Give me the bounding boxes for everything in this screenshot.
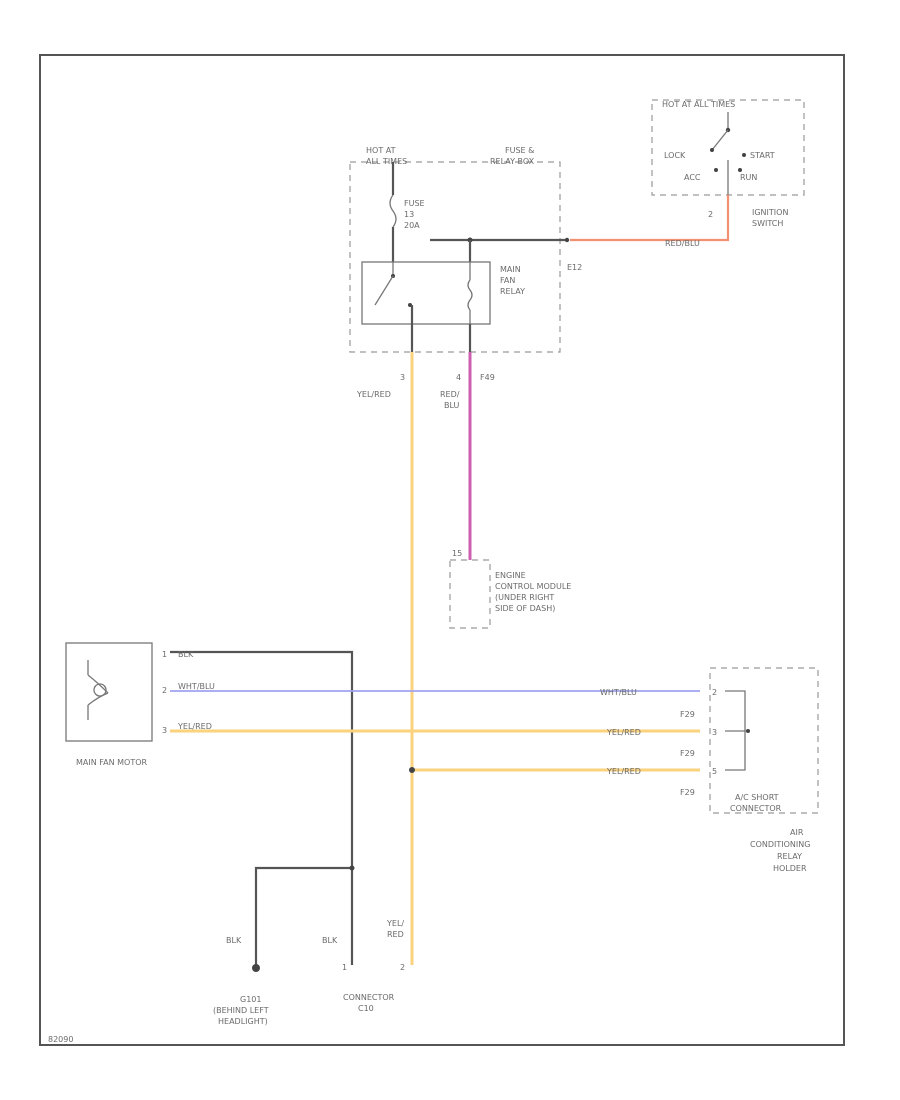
ac-label-3: RELAY [777, 852, 802, 861]
relay-pin-right: 4 [456, 373, 461, 382]
fuse-box-label-1: FUSE & [505, 146, 534, 155]
ac-inner-label-1: A/C SHORT [735, 793, 779, 802]
relay-label-2: FAN [500, 276, 515, 285]
wire-blk-fan [170, 650, 354, 965]
fan-motor-label: MAIN FAN MOTOR [76, 758, 148, 767]
fan-pin-2: 2 [162, 686, 167, 695]
ignition-pin: 2 [708, 210, 713, 219]
ecm-pin: 15 [452, 549, 462, 558]
wire-label-red-1: RED/ [440, 390, 460, 399]
fuse-hot-label-1: HOT AT [366, 146, 396, 155]
ignition-start: START [750, 151, 775, 160]
wire-label-yel-red-left: YEL/RED [177, 722, 212, 731]
ignition-label-1: IGNITION [752, 208, 788, 217]
relay-label-1: MAIN [500, 265, 521, 274]
fuse-hot-label-2: ALL TIMES [366, 157, 407, 166]
ecm-label-4: SIDE OF DASH) [495, 604, 555, 613]
ignition-hot-label: HOT AT ALL TIMES [662, 100, 735, 109]
fuse-label-2: 13 [404, 210, 414, 219]
wire-label-blk: BLK [178, 650, 194, 659]
ground-wire-label: BLK [226, 936, 242, 945]
wire-label-yel-red-right-1: YEL/RED [606, 728, 641, 737]
connector-pin-1: 1 [342, 963, 347, 972]
connector-wire-label: BLK [322, 936, 338, 945]
wire-blk-ground [254, 866, 352, 968]
connector-pin-2: 2 [400, 963, 405, 972]
ignition-label-2: SWITCH [752, 219, 783, 228]
ac-pin-1: 2 [712, 688, 717, 697]
ignition-lock: LOCK [664, 151, 686, 160]
ac-relay-holder: 2 3 5 F29 F29 F29 A/C SHORT CONNECTOR AI… [680, 667, 819, 873]
fuse-box-label-2: RELAY BOX [490, 157, 535, 166]
ac-tag-3: F29 [680, 788, 695, 797]
wire-label-wht-blu-left: WHT/BLU [178, 682, 215, 691]
wire-label-yel-red: YEL/RED [356, 390, 391, 399]
fuse-label-1: FUSE [404, 199, 425, 208]
engine-control-module: 15 ENGINE CONTROL MODULE (UNDER RIGHT SI… [449, 549, 571, 629]
connector-label-1: CONNECTOR [343, 993, 395, 1002]
wire-label-red-2: BLU [444, 401, 460, 410]
ac-tag-1: F29 [680, 710, 695, 719]
ac-pin-3: 5 [712, 767, 717, 776]
ecm-label-3: (UNDER RIGHT [495, 593, 554, 602]
fan-pin-3: 3 [162, 726, 167, 735]
wire-label-yel-2: RED [387, 930, 404, 939]
ac-label-1: AIR [790, 828, 804, 837]
ecm-label-1: ENGINE [495, 571, 526, 580]
wire-red-blu-ignition [570, 195, 730, 242]
relay-pin-left: 3 [400, 373, 405, 382]
ac-label-4: HOLDER [773, 864, 807, 873]
diagram-frame [39, 54, 845, 1046]
fan-pin-1: 1 [162, 650, 167, 659]
corner-code: 82090 [48, 1035, 73, 1044]
ground-label-1: G101 [240, 995, 261, 1004]
ac-pin-2: 3 [712, 728, 717, 737]
connector-label-2: C10 [358, 1004, 374, 1013]
ground-label-2: (BEHIND LEFT [213, 1006, 269, 1015]
ignition-acc: ACC [684, 173, 701, 182]
ignition-switch: HOT AT ALL TIMES LOCK START ACC RUN 2 IG… [651, 99, 805, 228]
ac-tag-2: F29 [680, 749, 695, 758]
relay-label-3: RELAY [500, 287, 525, 296]
wire-label-wht-blu: WHT/BLU [600, 688, 637, 697]
fuse-label-3: 20A [404, 221, 420, 230]
wire-label-red-blu: RED/BLU [665, 239, 700, 248]
ground-label-3: HEADLIGHT) [218, 1017, 268, 1026]
ac-label-2: CONDITIONING [750, 840, 810, 849]
connector-e12: E12 [567, 263, 582, 272]
ecm-label-2: CONTROL MODULE [495, 582, 571, 591]
wire-label-yel-1: YEL/ [386, 919, 404, 928]
fuse-relay-box: HOT AT ALL TIMES FUSE & RELAY BOX FUSE 1… [349, 146, 570, 382]
relay-pin-tag: F49 [480, 373, 495, 382]
ac-inner-label-2: CONNECTOR [730, 804, 782, 813]
main-fan-motor: 1 2 3 MAIN FAN MOTOR [65, 642, 167, 767]
ignition-run: RUN [740, 173, 757, 182]
wire-label-yel-red-right-2: YEL/RED [606, 767, 641, 776]
